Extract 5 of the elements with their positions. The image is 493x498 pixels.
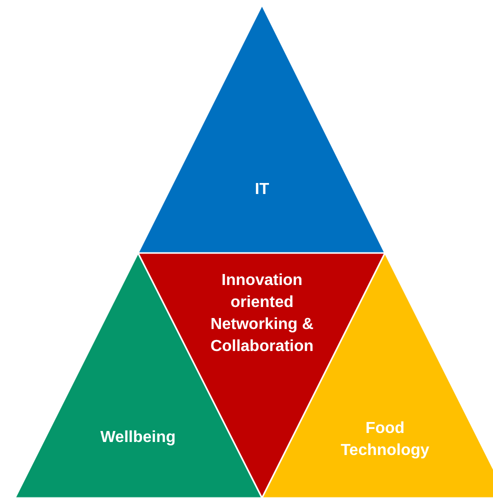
pyramid-segment [138, 5, 385, 253]
segment-label: Wellbeing [99, 428, 177, 448]
segment-label: Food Technology [340, 419, 430, 461]
segment-label: Innovation oriented Networking & Collaboration [209, 271, 315, 357]
segment-label: IT [254, 180, 270, 200]
